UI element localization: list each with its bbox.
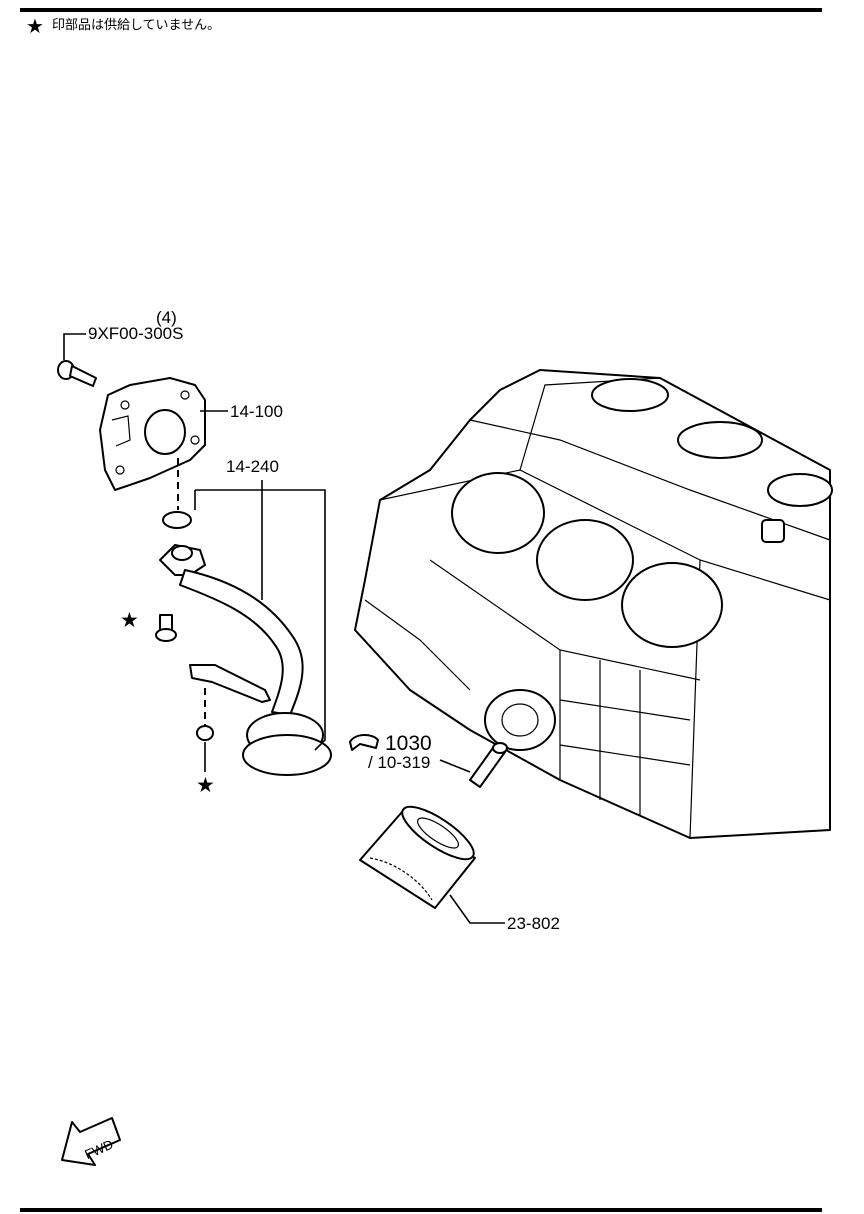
cylinder-bore-4 <box>591 378 669 412</box>
oil-strainer <box>159 544 332 776</box>
top-border <box>20 8 822 12</box>
label-bolt-part: 9XF00-300S <box>88 324 183 343</box>
label-nipple-main: 1030 <box>385 732 432 755</box>
star-marker-bolt: ★ <box>120 609 139 632</box>
star-icon: ★ <box>26 14 44 38</box>
pointing-hand-icon <box>349 734 379 751</box>
filter-mount-boss <box>484 689 556 751</box>
label-oil-pump: 14-100 <box>230 402 283 421</box>
cylinder-bore-3 <box>621 562 723 648</box>
legend-note-text: 印部品は供給していません。 <box>51 18 221 33</box>
pump-bolt <box>57 360 97 387</box>
cylinder-bore-5 <box>677 421 763 459</box>
star-marker-nut: ★ <box>196 774 215 797</box>
fwd-arrow-icon: FWD <box>61 1117 121 1166</box>
cylinder-bore-1 <box>451 472 545 554</box>
strainer-bolt <box>155 614 177 642</box>
label-oil-filter: 23-802 <box>507 914 560 933</box>
label-oil-strainer: 14-240 <box>226 457 279 476</box>
oil-pump <box>99 377 206 491</box>
engine-block <box>354 369 833 839</box>
legend-note: ★ 印部品は供給していません。 <box>26 14 221 38</box>
cylinder-bore-2 <box>536 519 634 601</box>
cylinder-bore-6 <box>767 473 833 507</box>
label-bolt-qty: (4) <box>156 308 177 327</box>
strainer-gasket <box>162 511 192 529</box>
bottom-border <box>20 1208 822 1212</box>
strainer-nut <box>196 725 214 741</box>
label-nipple-ref: / 10-319 <box>368 753 430 772</box>
oil-filter <box>359 805 476 909</box>
nipple-stud <box>469 742 508 788</box>
